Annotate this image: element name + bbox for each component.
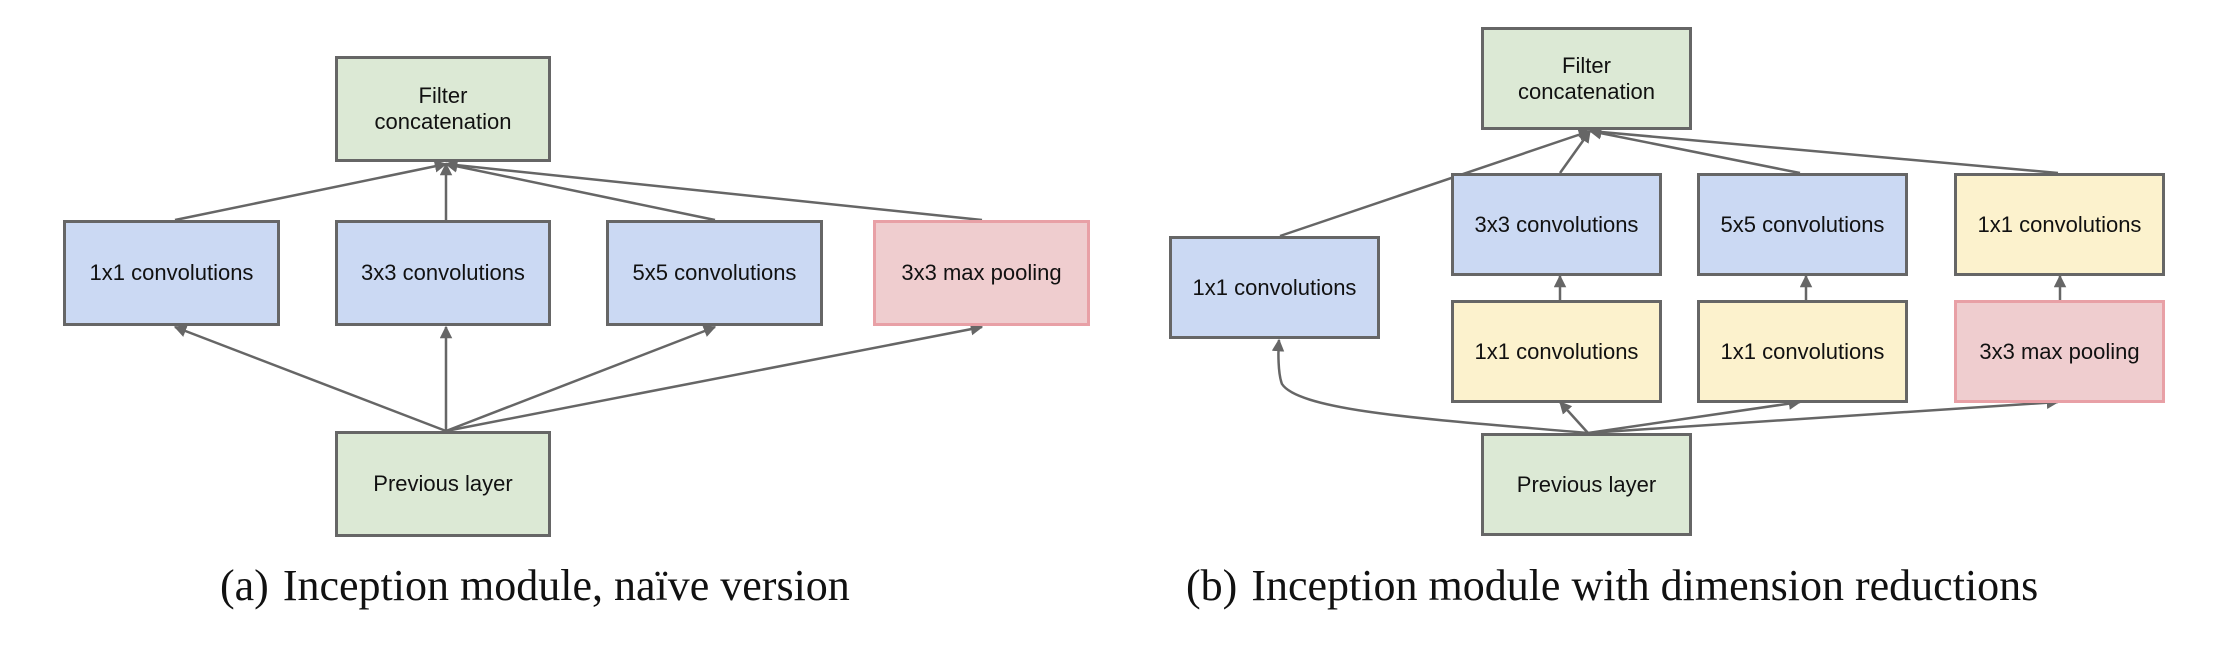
- edge-a-prev-to-1x1: [173, 325, 447, 433]
- edge-b-prev-to-reduce3x3: [1559, 401, 1589, 434]
- a-conv-5x5: 5x5 convolutions: [606, 220, 823, 326]
- caption-a: (a) Inception module, naïve version: [220, 560, 850, 611]
- caption-b-text: Inception module with dimension reductio…: [1251, 561, 2039, 610]
- b-conv-3x3: 3x3 convolutions: [1451, 173, 1662, 276]
- caption-b-letter: (b): [1186, 561, 1238, 610]
- a-filter-concatenation: Filter concatenation: [335, 56, 551, 162]
- a-conv-1x1: 1x1 convolutions: [63, 220, 280, 326]
- b-reduce-1x1-for-3x3: 1x1 convolutions: [1451, 300, 1662, 403]
- a-max-pooling: 3x3 max pooling: [873, 220, 1090, 326]
- b-conv-1x1-direct: 1x1 convolutions: [1169, 236, 1380, 339]
- b-conv-1x1-after-pool: 1x1 convolutions: [1954, 173, 2165, 276]
- edge-b-pool1x1-to-concat: [1588, 125, 2059, 175]
- a-previous-layer: Previous layer: [335, 431, 551, 537]
- b-max-pooling: 3x3 max pooling: [1954, 300, 2165, 403]
- edge-b-5x5-to-concat: [1588, 127, 1801, 175]
- b-reduce-1x1-for-5x5: 1x1 convolutions: [1697, 300, 1908, 403]
- a-conv-3x3: 3x3 convolutions: [335, 220, 551, 326]
- caption-b: (b) Inception module with dimension reduc…: [1186, 560, 2038, 611]
- edge-b-3x3-to-concat: [1558, 129, 1592, 174]
- edge-a-5x5-to-concat: [444, 160, 716, 222]
- edge-b-prev-to-pool: [1587, 396, 2060, 435]
- edge-b-prev-to-reduce5x5: [1587, 397, 1802, 435]
- edge-a-pool-to-concat: [444, 158, 983, 222]
- caption-a-text: Inception module, naïve version: [282, 561, 850, 610]
- edge-b-1x1-to-concat: [1279, 128, 1592, 238]
- b-filter-concatenation: Filter concatenation: [1481, 27, 1692, 130]
- edge-a-prev-to-5x5: [445, 325, 717, 433]
- edge-b-prev-to-1x1: [1271, 338, 1589, 435]
- b-previous-layer: Previous layer: [1481, 433, 1692, 536]
- b-conv-5x5: 5x5 convolutions: [1697, 173, 1908, 276]
- edge-a-1x1-to-concat: [174, 160, 448, 222]
- caption-a-letter: (a): [220, 561, 269, 610]
- edge-a-prev-to-pool: [445, 323, 984, 433]
